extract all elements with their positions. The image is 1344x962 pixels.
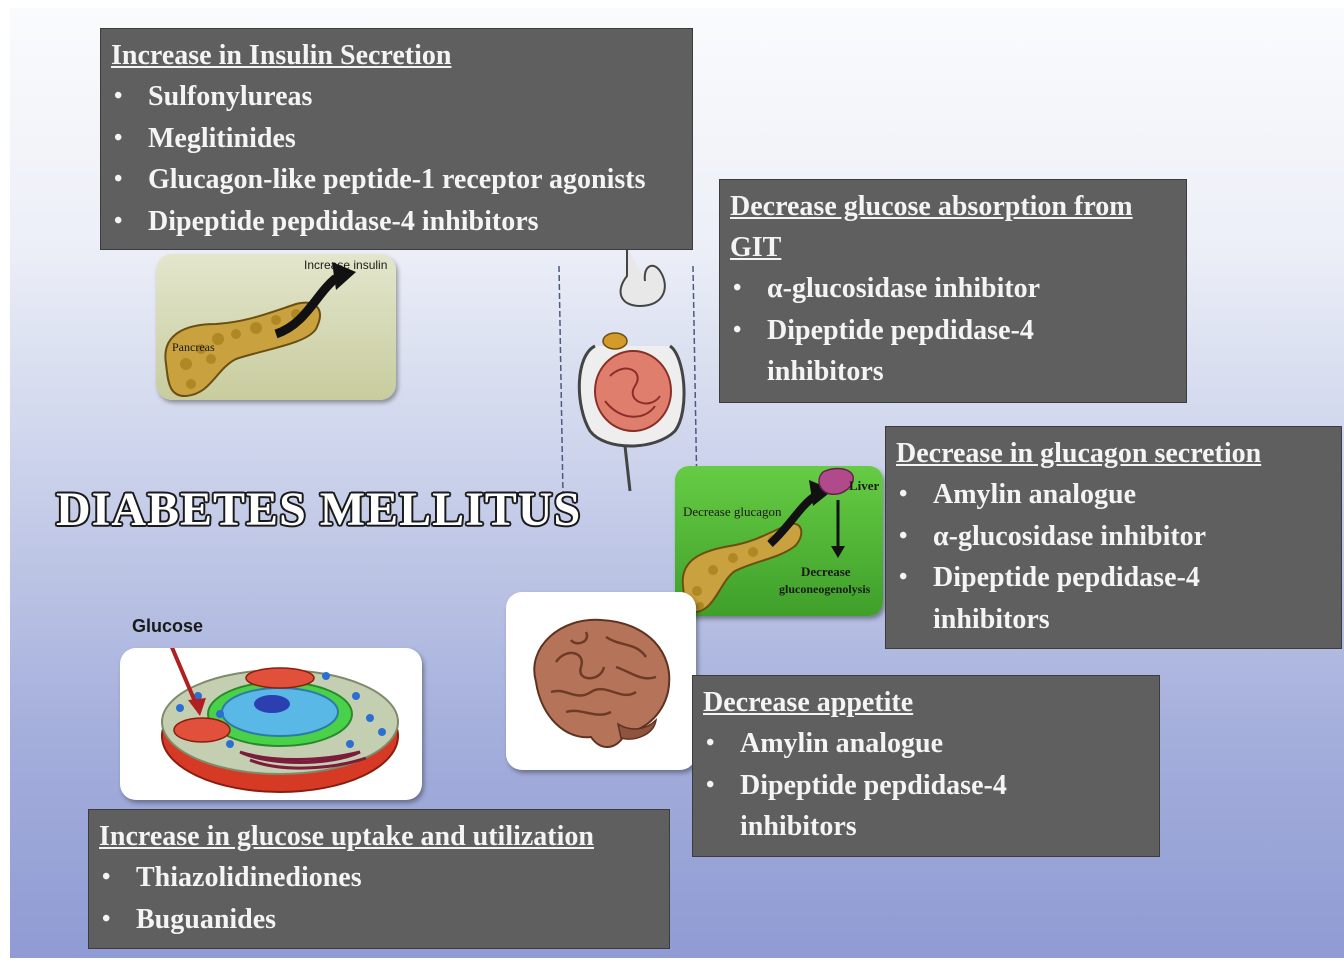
list-item: Buguanides — [89, 899, 669, 941]
cell-image — [120, 648, 422, 800]
pancreas-insulin-image: Increase insulin Pancreas — [156, 254, 396, 400]
list-item: Glucagon-like peptide-1 receptor agonist… — [101, 159, 692, 201]
decrease-label: Decrease — [801, 564, 851, 580]
glucose-label: Glucose — [132, 616, 203, 637]
glucose-uptake-box: Increase in glucose uptake and utilizati… — [88, 809, 670, 949]
glucose-absorption-heading: Decrease glucose absorption from — [730, 186, 1186, 227]
list-item-continuation: inhibitors — [693, 806, 1159, 848]
list-item: α-glucosidase inhibitor — [720, 268, 1186, 310]
pancreas-label: Pancreas — [172, 340, 215, 355]
diagram-title: DIABETES MELLITUS — [56, 482, 581, 537]
list-item: Amylin analogue — [886, 474, 1341, 516]
uptake-drug-list: Thiazolidinediones Buguanides — [89, 857, 669, 940]
brain-image — [506, 592, 696, 770]
liver-label: Liver — [849, 478, 879, 494]
list-item: Amylin analogue — [693, 723, 1159, 765]
brain-icon — [506, 592, 696, 770]
list-item: Dipeptide pepdidase-4 — [886, 557, 1341, 599]
glucose-uptake-heading: Increase in glucose uptake and utilizati… — [99, 816, 669, 857]
list-item: Meglitinides — [101, 118, 692, 160]
list-item: Sulfonylureas — [101, 76, 692, 118]
glucagon-drug-list: Amylin analogue α-glucosidase inhibitor … — [886, 474, 1341, 640]
cell-icon — [120, 648, 422, 800]
increase-insulin-label: Increase insulin — [304, 258, 387, 272]
appetite-drug-list: Amylin analogue Dipeptide pepdidase-4 in… — [693, 723, 1159, 848]
diagram-canvas: Increase insulin Pancreas — [10, 8, 1344, 958]
glucagon-secretion-box: Decrease in glucagon secretion Amylin an… — [885, 426, 1342, 649]
glucagon-liver-image: Liver Decrease glucagon Decrease glucone… — [675, 466, 883, 616]
insulin-drug-list: Sulfonylureas Meglitinides Glucagon-like… — [101, 76, 692, 242]
list-item: Dipeptide pepdidase-4 — [693, 765, 1159, 807]
insulin-secretion-box: Increase in Insulin Secretion Sulfonylur… — [100, 28, 693, 250]
list-item: Dipeptide pepdidase-4 inhibitors — [101, 201, 692, 243]
stomach-intestine-icon — [555, 246, 705, 504]
pancreas-icon — [156, 254, 396, 400]
list-item-continuation: inhibitors — [886, 599, 1341, 641]
list-item: Dipeptide pepdidase-4 — [720, 310, 1186, 352]
appetite-heading: Decrease appetite — [703, 682, 1159, 723]
list-item-continuation: inhibitors — [720, 351, 1186, 393]
decrease-glucagon-label: Decrease glucagon — [683, 504, 782, 520]
appetite-box: Decrease appetite Amylin analogue Dipept… — [692, 675, 1160, 857]
gluconeogenolysis-label: gluconeogenolysis — [779, 582, 870, 597]
list-item: Thiazolidinediones — [89, 857, 669, 899]
digestive-tract-image — [555, 246, 705, 504]
list-item: α-glucosidase inhibitor — [886, 516, 1341, 558]
insulin-secretion-heading: Increase in Insulin Secretion — [111, 35, 692, 76]
glucagon-secretion-heading: Decrease in glucagon secretion — [896, 433, 1341, 474]
absorption-drug-list: α-glucosidase inhibitor Dipeptide pepdid… — [720, 268, 1186, 393]
glucose-absorption-box: Decrease glucose absorption from GIT α-g… — [719, 179, 1187, 403]
glucose-absorption-heading-line2: GIT — [730, 227, 1186, 268]
